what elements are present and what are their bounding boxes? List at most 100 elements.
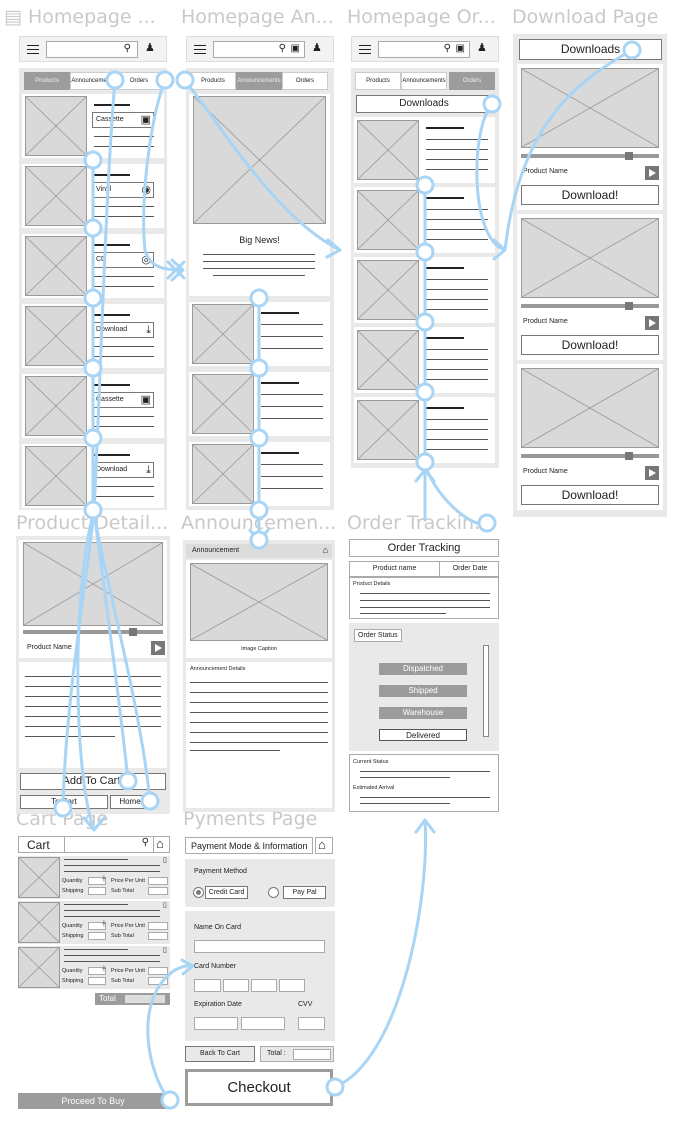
- text-line: [94, 496, 154, 497]
- tab-products[interactable]: Products: [24, 72, 70, 90]
- home-button[interactable]: Home: [110, 795, 150, 809]
- product-list-item[interactable]: Cassette▣: [22, 374, 164, 438]
- search-icon[interactable]: ⚲: [278, 43, 286, 54]
- plus-icon[interactable]: ┼: [102, 921, 106, 927]
- product-list-item[interactable]: Cassette▣: [22, 94, 164, 158]
- image-placeholder: [192, 444, 254, 504]
- tab-announcements[interactable]: Announcements: [236, 72, 282, 90]
- play-icon[interactable]: [151, 641, 165, 655]
- format-button[interactable]: Cassette▣: [92, 112, 154, 128]
- format-button[interactable]: Download⤓: [92, 322, 154, 338]
- profile-icon[interactable]: ♟: [477, 42, 487, 54]
- add-to-cart-button[interactable]: Add To Cart!: [20, 773, 166, 790]
- plus-icon[interactable]: ┼: [102, 876, 106, 882]
- order-list-item[interactable]: [354, 117, 495, 183]
- announcement-list-item[interactable]: [189, 302, 330, 366]
- play-icon[interactable]: [645, 166, 659, 180]
- cart-search-input[interactable]: ⚲: [64, 837, 154, 852]
- plus-icon[interactable]: ┼: [102, 966, 106, 972]
- checkout-button[interactable]: Checkout: [185, 1069, 333, 1106]
- play-icon[interactable]: [645, 316, 659, 330]
- order-list-item[interactable]: [354, 327, 495, 393]
- tab-orders[interactable]: Orders: [449, 72, 495, 90]
- product-list-item[interactable]: Download⤓: [22, 444, 164, 508]
- media-progress-knob[interactable]: [625, 452, 633, 460]
- search-icon[interactable]: ⚲: [443, 43, 451, 54]
- download-button[interactable]: Download!: [521, 485, 659, 505]
- name-on-card-input[interactable]: [194, 940, 325, 953]
- tab-products[interactable]: Products: [355, 72, 401, 90]
- product-list-item[interactable]: Download⤓: [22, 304, 164, 368]
- to-cart-button[interactable]: To Cart: [20, 795, 108, 809]
- delete-icon[interactable]: ▯: [163, 947, 167, 954]
- format-button[interactable]: Vinyl◉: [92, 182, 154, 198]
- delete-icon[interactable]: ▯: [163, 902, 167, 909]
- paypal-option[interactable]: Pay Pal: [283, 886, 326, 899]
- search-input[interactable]: ⚲ ▣: [378, 41, 470, 58]
- search-input[interactable]: ⚲ ▣: [213, 41, 305, 58]
- format-button[interactable]: CD◎: [92, 252, 154, 268]
- media-progress-bar[interactable]: [521, 154, 659, 158]
- format-button[interactable]: Cassette▣: [92, 392, 154, 408]
- media-progress-bar[interactable]: [521, 304, 659, 308]
- tab-orders[interactable]: Orders: [282, 72, 328, 90]
- tab-announcements[interactable]: Announcements: [401, 72, 447, 90]
- search-icon[interactable]: ⚲: [141, 837, 149, 848]
- home-icon[interactable]: ⌂: [156, 836, 164, 851]
- expiration-year-input[interactable]: [241, 1017, 285, 1030]
- media-progress-bar[interactable]: [23, 630, 163, 634]
- price-per-unit-label: Price Per Unit: [111, 923, 145, 929]
- card-number-input-4[interactable]: [279, 979, 305, 992]
- cart-icon[interactable]: ▣: [290, 43, 300, 54]
- download-button[interactable]: Download!: [521, 335, 659, 355]
- download-button[interactable]: Download!: [521, 185, 659, 205]
- hamburger-icon[interactable]: [27, 45, 39, 54]
- hamburger-icon[interactable]: [359, 45, 371, 54]
- play-icon[interactable]: [645, 466, 659, 480]
- product-list-item[interactable]: Vinyl◉: [22, 164, 164, 228]
- paypal-radio[interactable]: [268, 887, 279, 898]
- home-icon[interactable]: ⌂: [318, 837, 326, 852]
- announcement-list-item[interactable]: [189, 442, 330, 506]
- text-line: [360, 771, 490, 772]
- order-list-item[interactable]: [354, 397, 495, 463]
- delete-icon[interactable]: ▯: [163, 857, 167, 864]
- order-tracking-title: Order Tracking: [387, 542, 461, 554]
- search-icon[interactable]: ⚲: [123, 43, 131, 54]
- expiration-month-input[interactable]: [194, 1017, 238, 1030]
- media-progress-bar[interactable]: [521, 454, 659, 458]
- media-progress-knob[interactable]: [625, 152, 633, 160]
- quantity-input[interactable]: [88, 922, 106, 930]
- search-input[interactable]: ⚲: [46, 41, 138, 58]
- order-list-item[interactable]: [354, 187, 495, 253]
- media-progress-knob[interactable]: [625, 302, 633, 310]
- announcement-list-item[interactable]: [189, 372, 330, 436]
- proceed-to-buy-button[interactable]: Proceed To Buy: [18, 1093, 168, 1109]
- text-line: [94, 276, 154, 277]
- order-list-item[interactable]: [354, 257, 495, 323]
- media-progress-knob[interactable]: [129, 628, 137, 636]
- card-number-input-2[interactable]: [223, 979, 249, 992]
- profile-icon[interactable]: ♟: [145, 42, 155, 54]
- format-button[interactable]: Download⤓: [92, 462, 154, 478]
- tab-announcements[interactable]: Announcements: [70, 72, 116, 90]
- hamburger-icon[interactable]: [194, 45, 206, 54]
- card-number-input-3[interactable]: [251, 979, 277, 992]
- home-button[interactable]: ⌂: [315, 837, 333, 854]
- home-icon[interactable]: ⌂: [322, 545, 328, 555]
- tab-orders[interactable]: Orders: [116, 72, 162, 90]
- cart-icon[interactable]: ▣: [455, 43, 465, 54]
- credit-card-radio[interactable]: [193, 887, 204, 898]
- product-list-item[interactable]: CD◎: [22, 234, 164, 298]
- quantity-input[interactable]: [88, 877, 106, 885]
- back-to-cart-button[interactable]: Back To Cart: [185, 1046, 255, 1062]
- cvv-input[interactable]: [298, 1017, 325, 1030]
- tab-products[interactable]: Products: [190, 72, 236, 90]
- profile-icon[interactable]: ♟: [312, 42, 322, 54]
- title-line: [94, 314, 130, 316]
- downloads-button[interactable]: Downloads: [356, 95, 492, 113]
- quantity-input[interactable]: [88, 967, 106, 975]
- credit-card-option[interactable]: Credit Card: [205, 886, 248, 899]
- big-news-card[interactable]: Big News!: [189, 94, 330, 296]
- card-number-input-1[interactable]: [194, 979, 221, 992]
